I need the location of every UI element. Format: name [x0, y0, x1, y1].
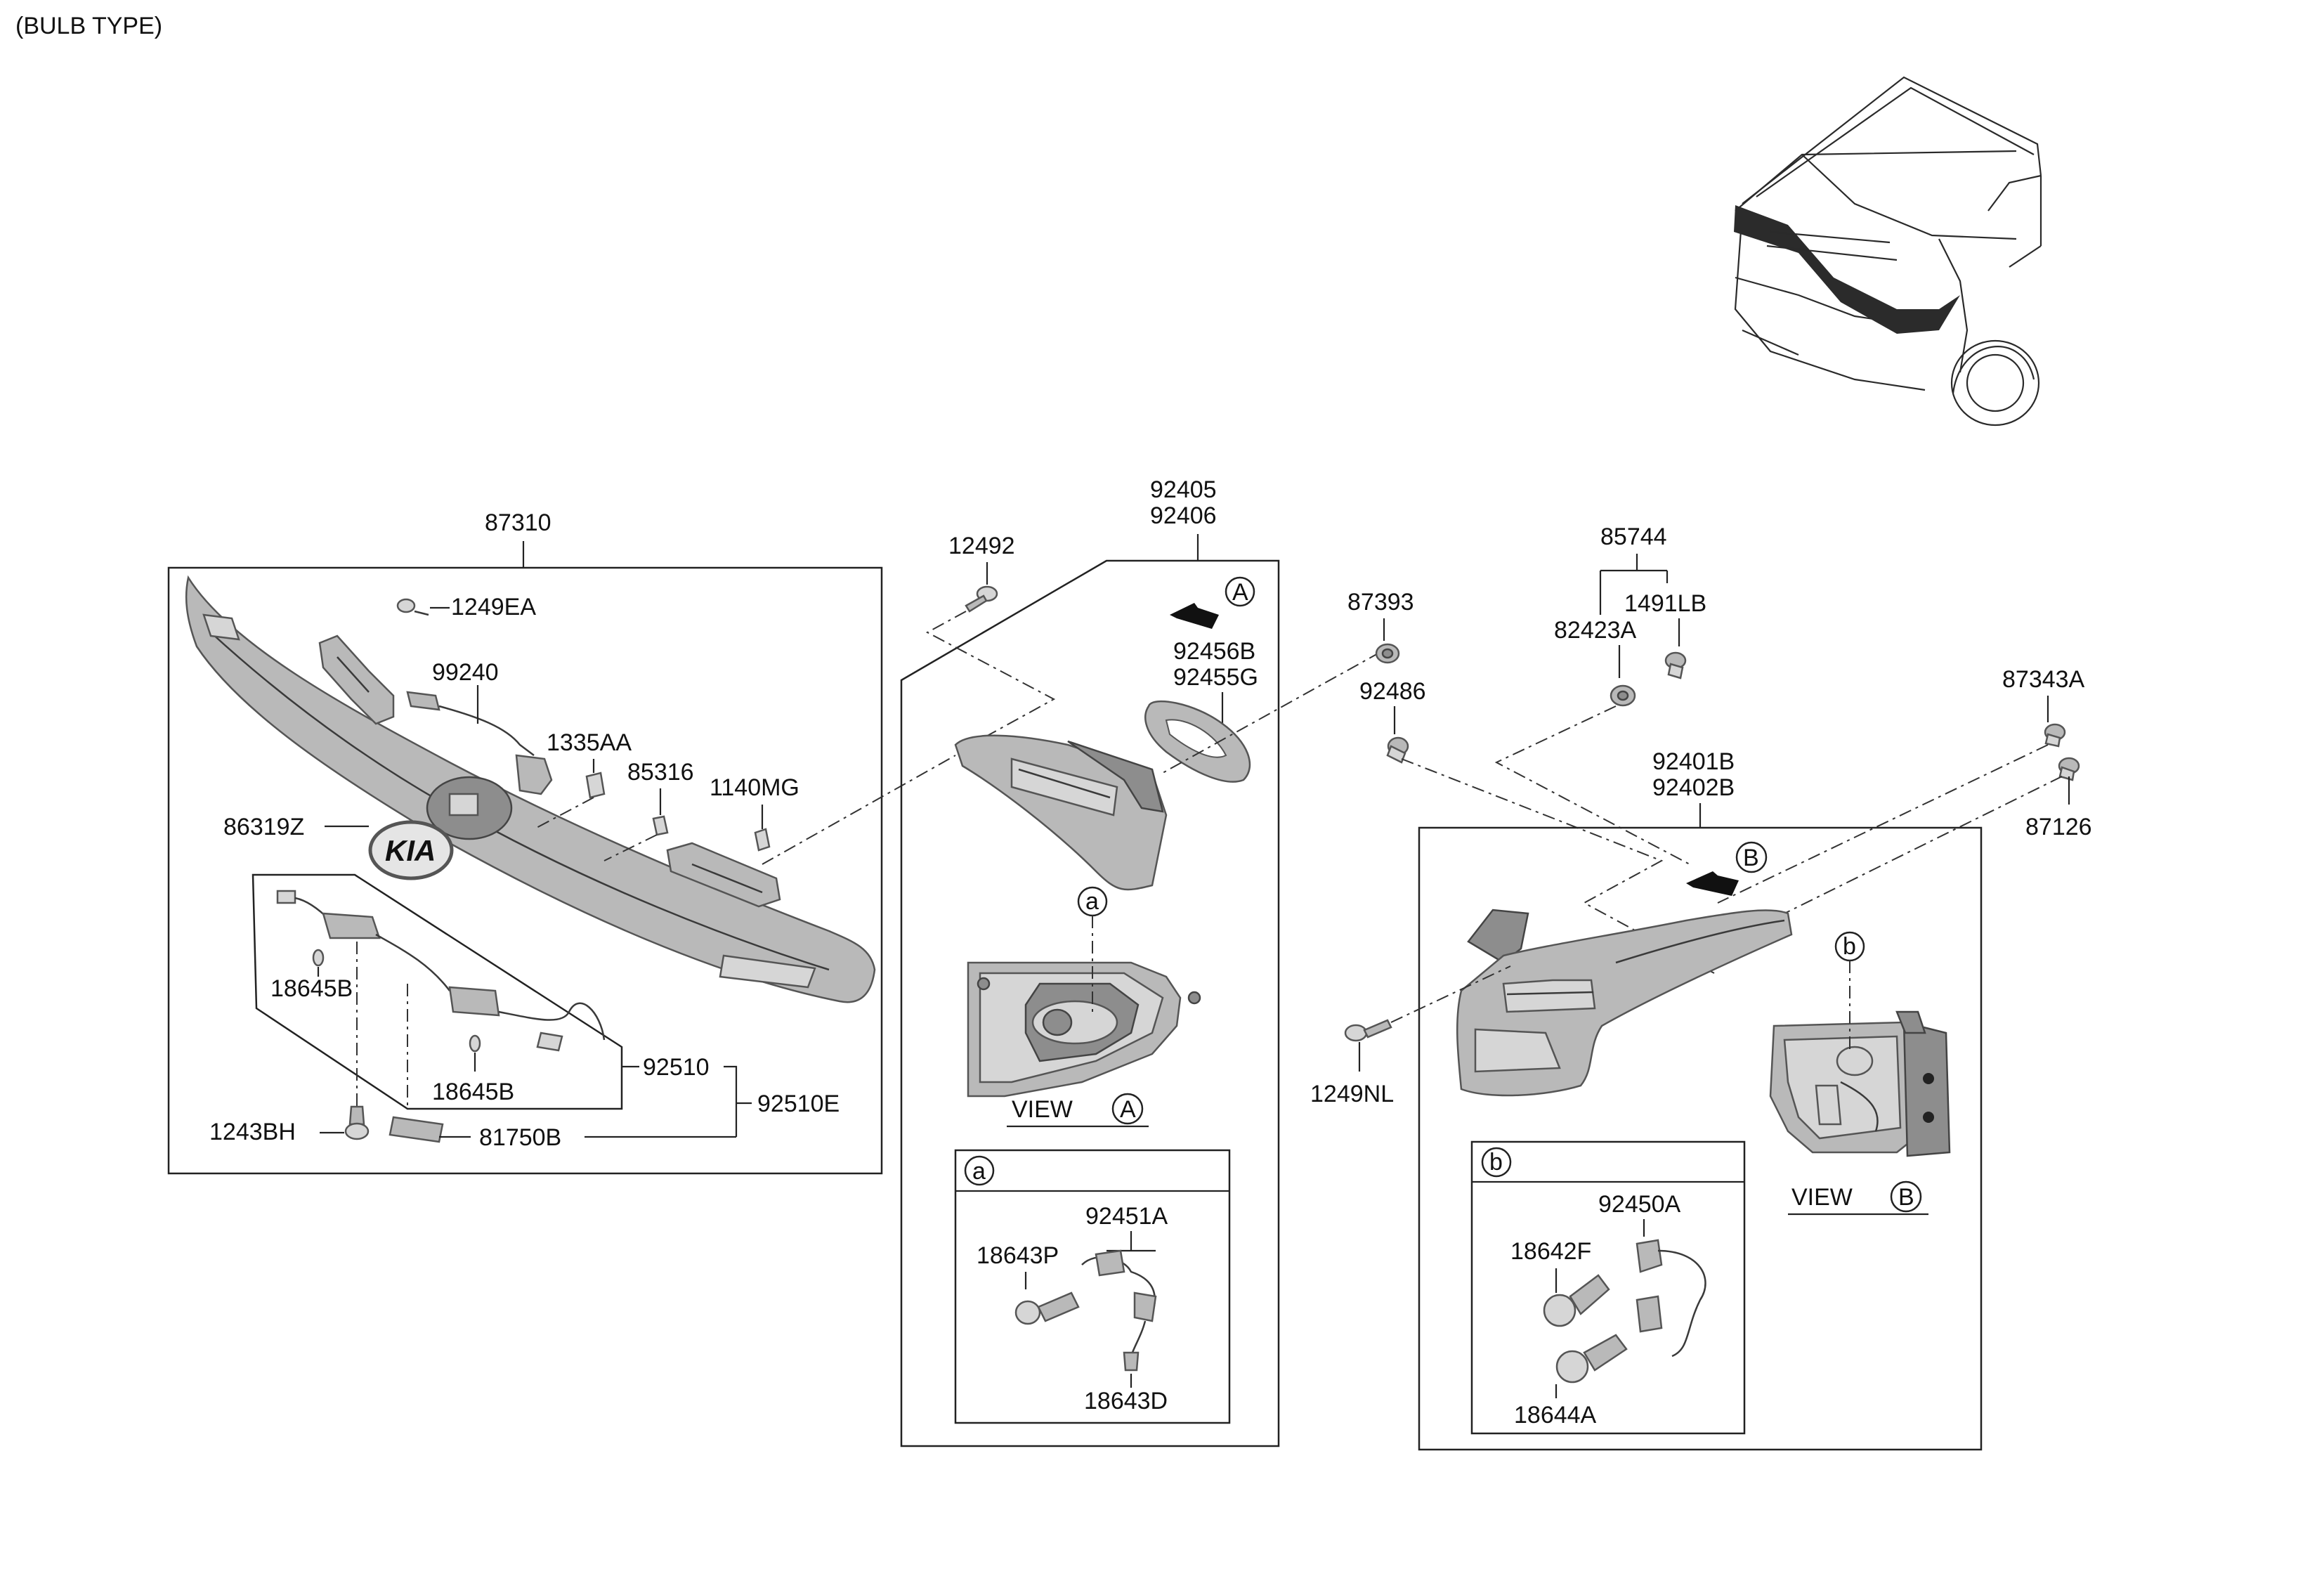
lamp-81750B-icon — [389, 1116, 444, 1143]
clip-87343A-icon — [2044, 723, 2066, 748]
label-18645B-1: 18645B — [270, 975, 353, 1002]
label-18643P: 18643P — [977, 1242, 1059, 1269]
screw-1249EA-icon — [396, 598, 429, 616]
outer-lamp-group-box — [1418, 826, 1983, 1451]
clip-1335AA-icon — [585, 772, 606, 799]
label-92486: 92486 — [1359, 678, 1426, 705]
label-92451A: 92451A — [1085, 1203, 1168, 1230]
kia-emblem: KIA — [368, 820, 454, 880]
inner-lamp-number-2: 92406 — [1150, 502, 1217, 529]
detail-a-callout: a — [1085, 888, 1099, 915]
label-92450A: 92450A — [1598, 1191, 1681, 1218]
trim-group-number: 87310 — [485, 509, 551, 536]
license-lamp-harness — [276, 890, 606, 1052]
label-1491LB: 1491LB — [1624, 590, 1706, 617]
label-92510E: 92510E — [757, 1091, 840, 1117]
label-87126: 87126 — [2025, 814, 2092, 840]
screw-1243BH-icon — [344, 1105, 370, 1140]
label-1335AA: 1335AA — [547, 729, 632, 756]
inner-lamp-group-box — [900, 559, 1280, 1447]
bulb-detail-a-marker: a — [972, 1158, 986, 1185]
clip-85316-icon — [652, 815, 669, 836]
bulb-detail-a-box — [954, 1149, 1231, 1424]
bulb-18645B-2-icon — [469, 1034, 481, 1053]
clip-92486-icon — [1386, 736, 1409, 764]
label-87343A: 87343A — [2002, 666, 2085, 693]
label-1243BH: 1243BH — [209, 1119, 296, 1145]
bulb-socket-a-icon — [1014, 1249, 1157, 1372]
label-86319Z: 86319Z — [223, 814, 304, 840]
label-92456B: 92456B — [1173, 638, 1255, 665]
label-81750B: 81750B — [479, 1124, 561, 1151]
inner-tail-lamp — [954, 734, 1168, 891]
bulb-detail-b-box — [1470, 1140, 1746, 1435]
view-b-lamp-back — [1769, 1010, 1951, 1157]
bracket-group-number: 85744 — [1600, 523, 1667, 550]
label-87393: 87393 — [1347, 589, 1414, 616]
trim-group-box — [167, 566, 883, 1175]
bulb-18645B-1-icon — [312, 949, 325, 967]
bulb-socket-b-icon — [1543, 1239, 1706, 1384]
view-b-callout: B — [1743, 845, 1759, 871]
view-a-text: VIEW — [1012, 1096, 1073, 1123]
label-1249EA: 1249EA — [451, 594, 536, 620]
label-18645B-2: 18645B — [432, 1079, 514, 1105]
view-a-direction-arrow — [1170, 603, 1219, 629]
screw-12492-icon — [965, 585, 998, 613]
label-18643D: 18643D — [1084, 1388, 1168, 1414]
label-82423A: 82423A — [1554, 617, 1637, 644]
nut-82423A-icon — [1610, 684, 1636, 707]
view-b-letter: B — [1898, 1184, 1914, 1211]
camera-99240-icon — [406, 691, 553, 795]
outer-lamp-number-2: 92402B — [1652, 774, 1735, 801]
nut-87393-icon — [1375, 643, 1400, 664]
diagram-title: (BULB TYPE) — [15, 13, 162, 39]
view-a-letter: A — [1120, 1096, 1136, 1123]
vehicle-location-illustration — [1734, 76, 2042, 427]
bracket-right — [666, 842, 781, 908]
label-92510: 92510 — [643, 1054, 710, 1081]
label-1249NL: 1249NL — [1310, 1081, 1394, 1107]
outer-tail-lamp — [1456, 909, 1793, 1097]
clip-1140MG-icon — [754, 828, 771, 852]
label-99240: 99240 — [432, 659, 499, 686]
detail-b-callout: b — [1843, 933, 1856, 960]
view-a-callout: A — [1232, 579, 1248, 606]
clip-1491LB-icon — [1664, 651, 1687, 679]
label-1140MG: 1140MG — [710, 774, 799, 801]
clip-87126-icon — [2058, 757, 2080, 781]
label-92455G: 92455G — [1173, 664, 1258, 691]
label-18644A: 18644A — [1514, 1402, 1597, 1428]
label-85316: 85316 — [627, 759, 694, 786]
svg-text:KIA: KIA — [385, 834, 436, 867]
license-lamp-subgroup-box — [252, 873, 623, 1110]
bulb-detail-b-marker: b — [1489, 1149, 1503, 1176]
label-12492: 12492 — [948, 533, 1015, 559]
screw-1249NL-icon — [1344, 1019, 1392, 1042]
view-b-direction-arrow — [1686, 871, 1739, 896]
view-a-lamp-back — [967, 961, 1201, 1098]
inner-lamp-number-1: 92405 — [1150, 476, 1217, 503]
outer-lamp-number-1: 92401B — [1652, 748, 1735, 775]
label-18642F: 18642F — [1510, 1238, 1591, 1265]
view-b-text: VIEW — [1791, 1184, 1853, 1211]
rear-garnish-trim — [185, 575, 876, 1003]
